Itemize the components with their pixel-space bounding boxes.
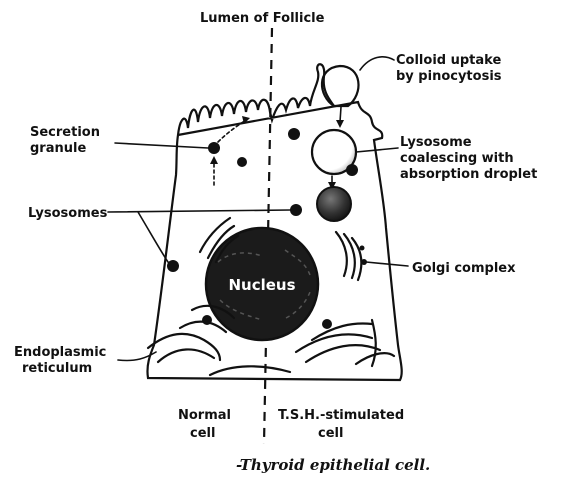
lysosome-dot — [288, 128, 300, 140]
er-label-line1: Endoplasmic — [14, 345, 106, 360]
golgi-label: Golgi complex — [412, 261, 516, 276]
normal-cell-label-line1: Normal — [178, 408, 231, 423]
nucleus-label: Nucleus — [228, 276, 295, 294]
lysosome-coalescing-line1: Lysosome — [400, 135, 472, 150]
tsh-cell-label-line1: T.S.H.-stimulated — [278, 408, 404, 423]
figure-caption: -Thyroid epithelial cell. — [236, 456, 430, 474]
lysosome-coalescing-line3: absorption droplet — [400, 167, 537, 182]
secretion-label-line2: granule — [30, 141, 86, 156]
vesicle-arrow — [340, 107, 341, 122]
lysosomes-label: Lysosomes — [28, 206, 108, 221]
colloid-label-line2: by pinocytosis — [396, 69, 502, 84]
lysosome-dot — [290, 204, 302, 216]
secretion-label-line1: Secretion — [30, 125, 100, 140]
lysosome-dot — [237, 157, 247, 167]
colloid-label-line1: Colloid uptake — [396, 53, 501, 68]
vesicle-arrowhead — [336, 120, 344, 128]
absorption-droplet — [317, 187, 351, 221]
er-right — [296, 320, 394, 366]
lysosome-dot — [322, 319, 332, 329]
lumen-label: Lumen of Follicle — [200, 11, 325, 26]
lysosome-coalescing-line2: coalescing with — [400, 151, 514, 166]
er-label-line2: reticulum — [22, 361, 92, 376]
lysosome-dot — [167, 260, 179, 272]
tsh-cell-label-line2: cell — [318, 426, 343, 441]
small-lysosome-right — [346, 164, 358, 176]
normal-cell-label-line2: cell — [190, 426, 215, 441]
granule-path — [218, 120, 246, 142]
granule-up-arrowhead — [210, 156, 218, 164]
pinocytosis-vesicle — [322, 66, 359, 106]
secretion-granule — [208, 142, 220, 154]
golgi-right — [336, 232, 367, 280]
